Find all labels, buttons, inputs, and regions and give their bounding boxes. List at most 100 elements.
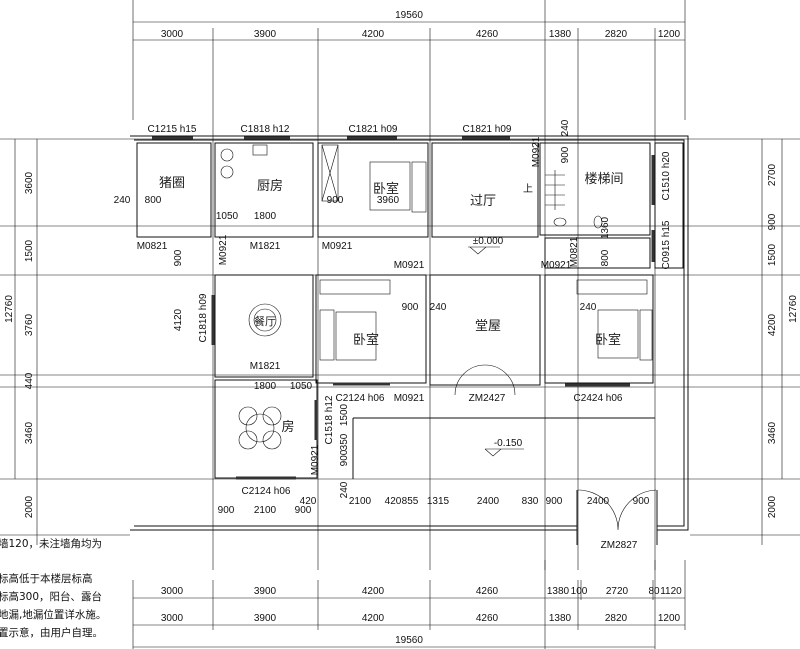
inner-dim: 900 — [402, 302, 419, 313]
inner-dim: 1050 — [216, 211, 239, 222]
inner-dim: 240 — [339, 481, 350, 498]
dim-bottom2: 3000 — [161, 613, 184, 624]
stair-up-label: 上 — [523, 183, 533, 195]
door-label: M0821 — [569, 236, 580, 267]
inner-dim: 900 — [560, 146, 571, 163]
door-label: ZM2827 — [601, 540, 638, 551]
room-main-hall: 堂屋 — [475, 319, 501, 334]
room-bedroom-3: 卧室 — [595, 332, 621, 348]
dim-left-total: 12760 — [4, 295, 15, 323]
door-label: M0921 — [310, 444, 321, 475]
inner-dim: 420 — [385, 496, 402, 507]
dim-total-bottom: 19560 — [395, 635, 423, 646]
note-line: 墙120，未注墙角均为 — [0, 537, 102, 550]
inner-dim: 900 — [295, 505, 312, 516]
left-dimensions — [14, 139, 38, 545]
inner-dim: 2100 — [254, 505, 277, 516]
dim-top: 3900 — [254, 29, 277, 40]
dim-right: 2700 — [767, 163, 778, 186]
inner-dim: 800 — [600, 249, 611, 266]
dim-top: 4200 — [362, 29, 385, 40]
inner-dim: 350 — [339, 433, 350, 450]
inner-dim: 900 — [633, 496, 650, 507]
window-marks — [152, 136, 655, 480]
room-dining: 餐厅 — [254, 314, 276, 328]
window-label: C2124 h06 — [336, 393, 385, 404]
dim-bottom2: 2820 — [605, 613, 628, 624]
door-label: M1821 — [250, 241, 281, 252]
inner-dim: 900 — [327, 195, 344, 206]
inner-dim: 1050 — [290, 381, 313, 392]
furniture — [220, 144, 657, 531]
inner-dim: 1315 — [427, 496, 450, 507]
inner-dim: 4120 — [173, 308, 184, 331]
dim-bottom1: 80 — [648, 586, 660, 597]
dim-total-top: 19560 — [395, 10, 423, 21]
inner-dim: 2400 — [477, 496, 500, 507]
room-pigpen: 猪圈 — [159, 176, 185, 191]
dim-bottom2: 4260 — [476, 613, 499, 624]
window-label: C1818 h12 — [241, 124, 290, 135]
level-mark: -0.150 — [494, 438, 523, 449]
window-label: C1518 h12 — [324, 395, 335, 444]
dim-bottom1: 100 — [571, 586, 588, 597]
dim-bottom1: 1380 — [547, 586, 570, 597]
inner-dim: 900 — [339, 449, 350, 466]
door-label: M0921 — [322, 241, 353, 252]
dim-left: 3760 — [24, 313, 35, 336]
door-label: M0921 — [394, 393, 425, 404]
window-label: C0915 h15 — [661, 220, 672, 269]
dim-right: 1500 — [767, 243, 778, 266]
dim-right: 3460 — [767, 421, 778, 444]
dim-bottom2: 1200 — [658, 613, 681, 624]
inner-dim: 855 — [402, 496, 419, 507]
level-triangle-icon — [484, 448, 524, 457]
inner-dim: 1360 — [600, 216, 611, 239]
dim-bottom1: 2720 — [606, 586, 629, 597]
door-label: ZM2427 — [469, 393, 506, 404]
dim-top: 3000 — [161, 29, 184, 40]
inner-dim: 240 — [580, 302, 597, 313]
inner-dim: 240 — [114, 195, 131, 206]
note-line: 标高300，阳台、露台 — [0, 590, 102, 603]
dim-top: 2820 — [605, 29, 628, 40]
dim-right-total: 12760 — [788, 295, 799, 323]
room-bedroom-2: 卧室 — [353, 332, 379, 348]
room-bedroom-1: 卧室 — [373, 181, 399, 197]
room-kitchen: 厨房 — [257, 178, 283, 194]
door-label: M0921 — [541, 260, 572, 271]
inner-dim: 2100 — [349, 496, 372, 507]
dim-bottom2: 3900 — [254, 613, 277, 624]
window-label: C1821 h09 — [349, 124, 398, 135]
dim-left: 3600 — [24, 171, 35, 194]
dim-bottom1: 1120 — [660, 586, 682, 597]
top-dimensions — [132, 0, 686, 120]
inner-dim: 900 — [173, 249, 184, 266]
room-hall: 过厅 — [470, 194, 496, 209]
room-room: 房 — [281, 419, 294, 435]
dim-right: 2000 — [767, 495, 778, 518]
inner-dim: 2400 — [587, 496, 610, 507]
dim-top: 4260 — [476, 29, 499, 40]
inner-dim: 240 — [430, 302, 447, 313]
dim-bottom2: 4200 — [362, 613, 385, 624]
door-label: M0821 — [137, 241, 168, 252]
dim-bottom2: 1380 — [549, 613, 572, 624]
level-mark: ±0.000 — [473, 236, 504, 247]
right-dimensions — [761, 139, 783, 545]
note-line: 地漏,地漏位置详水施。 — [0, 608, 106, 621]
inner-dim: 240 — [560, 119, 571, 136]
door-label: M0921 — [218, 234, 229, 265]
walls — [130, 135, 689, 545]
note-line: 标高低于本楼层标高 — [0, 572, 93, 585]
dim-bottom1: 4200 — [362, 586, 385, 597]
dim-right: 4200 — [767, 313, 778, 336]
dim-bottom1: 3900 — [254, 586, 277, 597]
door-label: M0921 — [531, 136, 542, 167]
inner-dim: 830 — [522, 496, 539, 507]
dim-bottom1: 4260 — [476, 586, 499, 597]
dim-bottom1: 3000 — [161, 586, 184, 597]
door-label: M0921 — [394, 260, 425, 271]
window-label: C2424 h06 — [574, 393, 623, 404]
